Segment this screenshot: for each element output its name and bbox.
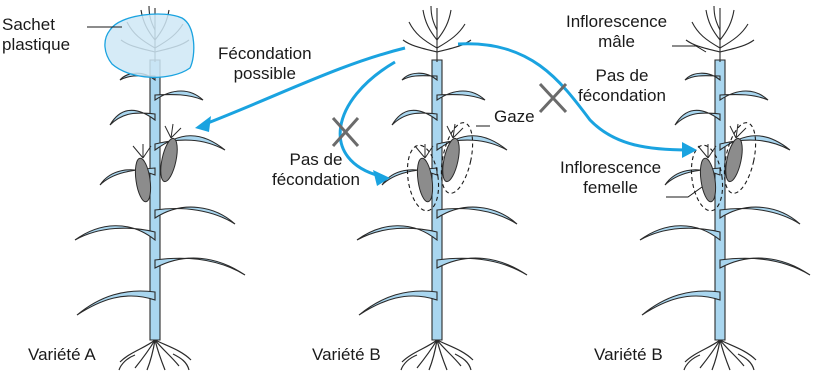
label-variete-a: Variété A: [28, 345, 96, 365]
label-pas-de-fecondation-left: Pas de fécondation: [272, 150, 360, 190]
plastic-bag: [105, 14, 194, 77]
label-gaze: Gaze: [494, 107, 535, 127]
label-variete-b-middle: Variété B: [312, 345, 381, 365]
label-inflorescence-male: Inflorescence mâle: [566, 12, 667, 52]
label-fecondation-possible: Fécondation possible: [218, 44, 312, 84]
label-variete-b-right: Variété B: [594, 345, 663, 365]
plant-variety-b-right: [640, 6, 810, 370]
label-inflorescence-femelle: Inflorescence femelle: [560, 158, 661, 198]
label-sachet-plastique: Sachet plastique: [2, 15, 70, 55]
label-pas-de-fecondation-right: Pas de fécondation: [578, 66, 666, 106]
plant-variety-b-middle: [357, 6, 527, 370]
